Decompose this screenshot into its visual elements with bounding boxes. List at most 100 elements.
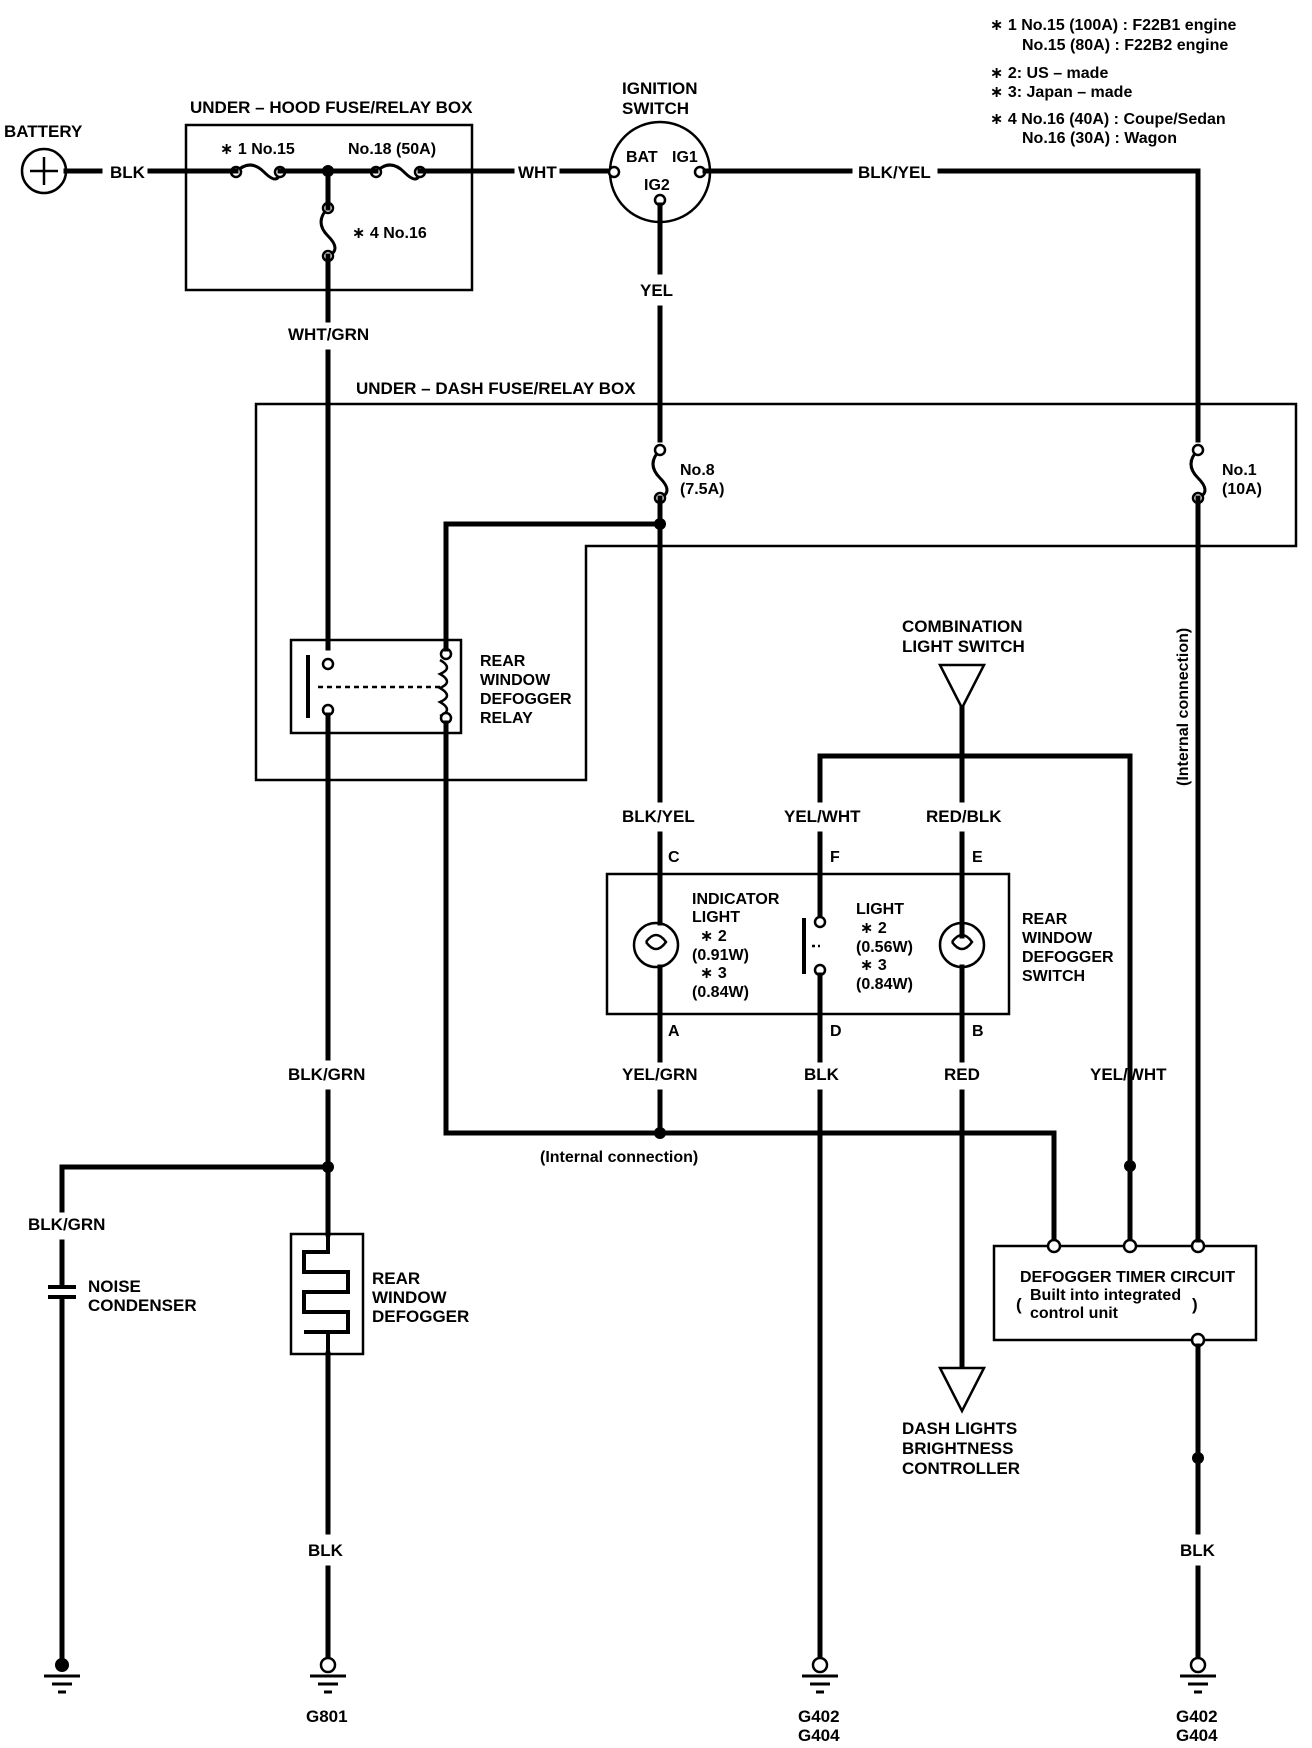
combo-switch-triangle-icon (937, 663, 987, 711)
fuse-1-label-b: (10A) (1222, 481, 1262, 498)
internal-connection-vertical: (Internal connection) (1175, 628, 1192, 786)
indicator-light-bulb-icon (632, 921, 680, 969)
ig2-wire-label: YEL (640, 281, 673, 300)
wire-d-label: BLK (804, 1065, 840, 1084)
battery-wire-label: BLK (110, 163, 146, 182)
rear-window-defogger: REAR WINDOW DEFOGGER BLK (289, 1232, 469, 1661)
fuse-16-label: ∗ 4 No.16 (352, 225, 427, 242)
wire-c-label: BLK/YEL (622, 807, 695, 826)
ignition-ig2-label: IG2 (644, 177, 670, 194)
dash-lights-triangle-icon (937, 1366, 987, 1414)
fuse-15-label: ∗ 1 No.15 (220, 141, 295, 158)
ground-switch-label-2: G404 (798, 1726, 840, 1745)
relay-coil-icon (437, 658, 449, 718)
under-dash-box-outline (254, 402, 1298, 782)
indicator-label-2: LIGHT (692, 909, 740, 926)
ground-timer: G402 G404 (1176, 1656, 1218, 1745)
pin-c-label: C (668, 849, 680, 866)
switch-bottom-wires: YEL/GRN BLK RED BLK/GRN YEL/WHT (Interna… (288, 1011, 1167, 1668)
defogger-relay: REAR WINDOW DEFOGGER RELAY (289, 638, 572, 735)
indicator-label-6: (0.84W) (692, 984, 749, 1001)
dash-lights-label-3: CONTROLLER (902, 1459, 1020, 1478)
defogger-label-3: DEFOGGER (372, 1307, 469, 1326)
timer-label-1: DEFOGGER TIMER CIRCUIT (1020, 1269, 1235, 1286)
light-label-3: (0.56W) (856, 939, 913, 956)
indicator-label-1: INDICATOR (692, 891, 780, 908)
timer-ground-wire-label: BLK (1180, 1541, 1216, 1560)
pin-e-label: E (972, 849, 983, 866)
note-2: ∗ 2: US – made (990, 65, 1108, 82)
defogger-timer-circuit: DEFOGGER TIMER CIRCUIT ( Built into inte… (992, 1237, 1258, 1661)
ignition-out-wire-label: BLK/YEL (858, 163, 931, 182)
fuse-1-icon (1189, 447, 1207, 500)
switch-name-1: REAR (1022, 911, 1068, 928)
indicator-label-4: (0.91W) (692, 947, 749, 964)
timer-in-wire-label: YEL/WHT (1090, 1065, 1167, 1084)
battery-label: BATTERY (4, 122, 83, 141)
condenser-label-1: NOISE (88, 1277, 141, 1296)
defogger-switch: INDICATOR LIGHT ∗ 2 (0.91W) ∗ 3 (0.84W) … (605, 871, 1114, 1040)
light-label-4: ∗ 3 (860, 957, 887, 974)
dash-lights-controller: DASH LIGHTS BRIGHTNESS CONTROLLER (902, 1366, 1020, 1478)
switch-top-wires: BLK/YEL YEL/WHT RED/BLK C F E (622, 807, 1002, 939)
footnotes: ∗ 1 No.15 (100A) : F22B1 engine No.15 (8… (990, 17, 1236, 147)
relay-outline (289, 638, 463, 735)
relay-label-1: REAR (480, 653, 526, 670)
wire-f-label: YEL/WHT (784, 807, 861, 826)
under-dash-box-title: UNDER – DASH FUSE/RELAY BOX (356, 379, 636, 398)
fuse-18-icon (373, 163, 422, 181)
ignition-title-2: SWITCH (622, 99, 689, 118)
condenser-label-2: CONDENSER (88, 1296, 197, 1315)
fuse-15-icon (233, 163, 282, 181)
defogger-label-2: WINDOW (372, 1288, 448, 1307)
light-label-5: (0.84W) (856, 976, 913, 993)
fuse-8-icon (651, 447, 669, 500)
ignition-bat-label: BAT (626, 149, 658, 166)
fuse-18-label: No.18 (50A) (348, 141, 436, 158)
mid-wiring: (Internal connection) (325, 495, 1201, 1243)
ground-switch: G402 G404 (798, 1656, 840, 1745)
indicator-label-5: ∗ 3 (700, 965, 727, 982)
timer-label-3: control unit (1030, 1305, 1119, 1322)
note-4b: No.16 (30A) : Wagon (1022, 130, 1177, 147)
ground-timer-label-1: G402 (1176, 1707, 1218, 1726)
pin-f-label: F (830, 849, 840, 866)
ground-g801-label: G801 (306, 1707, 348, 1726)
defogger-switch-outline (605, 872, 1011, 1016)
fuse-8-label-a: No.8 (680, 462, 715, 479)
relay-label-2: WINDOW (480, 672, 551, 689)
note-1b: No.15 (80A) : F22B2 engine (1022, 37, 1228, 54)
note-3: ∗ 3: Japan – made (990, 84, 1132, 101)
pin-b-label: B (972, 1023, 984, 1040)
fuse-16-out-wire-label: WHT/GRN (288, 325, 369, 344)
wire-b-label: RED (944, 1065, 980, 1084)
top-wiring: WHT/GRN (63, 165, 613, 651)
switch-name-4: SWITCH (1022, 968, 1085, 985)
ground-g801: G801 (306, 1656, 348, 1726)
fuse-16-icon (319, 205, 337, 258)
timer-label-2: Built into integrated (1030, 1287, 1181, 1304)
under-dash-fuse-box: UNDER – DASH FUSE/RELAY BOX No.8 (7.5A) … (254, 379, 1298, 782)
ground-condenser (44, 1658, 80, 1694)
ground-timer-label-2: G404 (1176, 1726, 1218, 1745)
indicator-label-3: ∗ 2 (700, 928, 727, 945)
defogger-grid-icon (302, 1232, 350, 1356)
ignition-in-wire-label: WHT (518, 163, 557, 182)
ignition-ig1-label: IG1 (672, 149, 698, 166)
light-label-1: LIGHT (856, 901, 904, 918)
condenser-wire-label: BLK/GRN (28, 1215, 105, 1234)
timer-paren-right: ) (1192, 1295, 1198, 1314)
ignition-title-1: IGNITION (622, 79, 698, 98)
relay-label-3: DEFOGGER (480, 691, 572, 708)
dash-lights-label-2: BRIGHTNESS (902, 1439, 1013, 1458)
relay-out-wire-label: BLK/GRN (288, 1065, 365, 1084)
wire-a-label: YEL/GRN (622, 1065, 698, 1084)
combo-switch-label-1: COMBINATION (902, 617, 1023, 636)
timer-paren-left: ( (1016, 1295, 1022, 1314)
dash-lights-label-1: DASH LIGHTS (902, 1419, 1017, 1438)
switch-name-3: DEFOGGER (1022, 949, 1114, 966)
internal-connection-horizontal: (Internal connection) (540, 1149, 698, 1166)
fuse-8-label-b: (7.5A) (680, 481, 724, 498)
note-1a: ∗ 1 No.15 (100A) : F22B1 engine (990, 17, 1236, 34)
